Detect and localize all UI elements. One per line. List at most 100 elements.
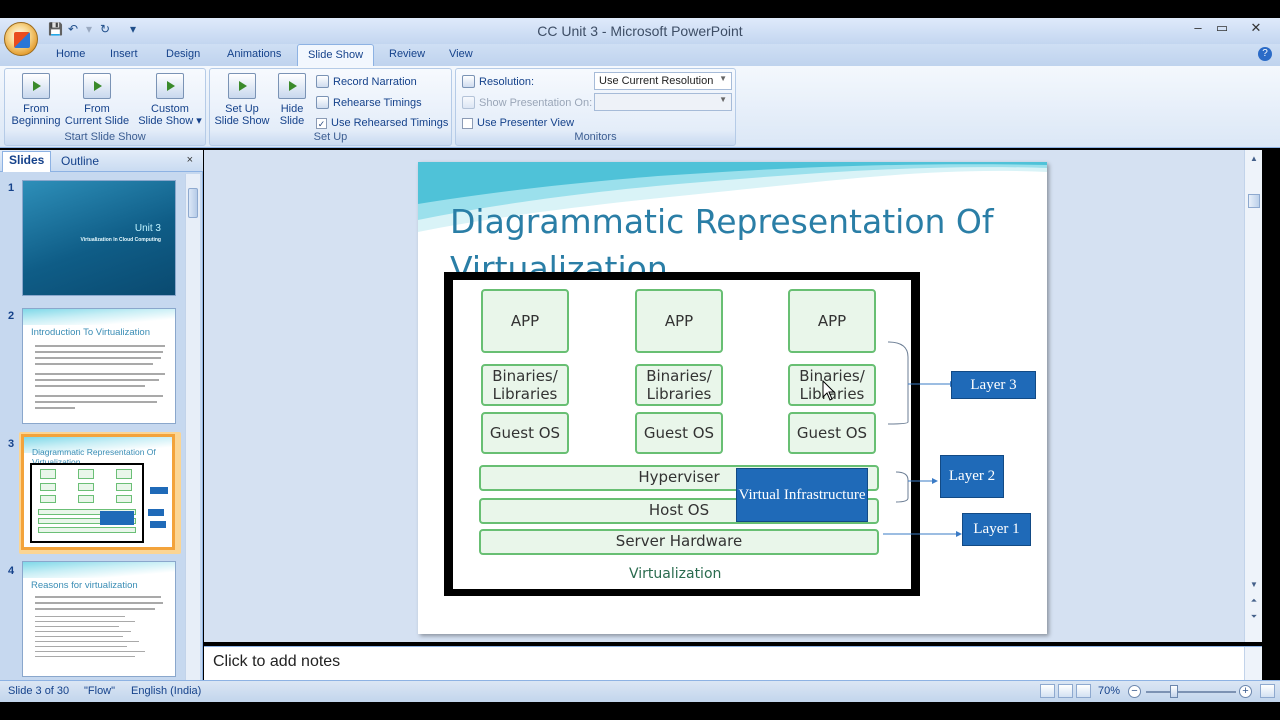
zoom-slider[interactable] <box>1146 691 1236 693</box>
scroll-down-icon[interactable]: ▼ <box>1250 580 1258 589</box>
virtualization-diagram[interactable]: APP APP APP Binaries/ Libraries Binaries… <box>444 272 920 596</box>
set-up-slide-show-button[interactable]: Set Up Slide Show <box>212 71 272 127</box>
slides-pane-scrollbar[interactable] <box>185 174 200 680</box>
slide-thumbnail-2[interactable]: Introduction To Virtualization <box>22 308 176 424</box>
office-button[interactable] <box>4 22 38 56</box>
thumb-text-line <box>35 345 165 347</box>
notes-scrollbar[interactable] <box>1244 647 1262 681</box>
presenter-view-label: Use Presenter View <box>477 117 575 129</box>
thumb-text-line <box>35 631 131 632</box>
tab-insert[interactable]: Insert <box>110 48 138 60</box>
zoom-in-icon[interactable]: + <box>1239 685 1252 698</box>
undo-icon[interactable]: ↶ <box>68 22 79 36</box>
zoom-level[interactable]: 70% <box>1098 685 1121 697</box>
notes-placeholder[interactable]: Click to add notes <box>213 653 341 670</box>
undo-dropdown-icon[interactable]: ▾ <box>86 22 93 36</box>
hide-slide-button[interactable]: Hide Slide <box>272 71 312 127</box>
tab-outline[interactable]: Outline <box>61 154 100 168</box>
close-button[interactable]: ✕ <box>1250 20 1262 35</box>
use-rehearsed-timings-checkbox[interactable]: ✓ Use Rehearsed Timings <box>316 117 448 129</box>
scrollbar-thumb[interactable] <box>188 188 198 218</box>
scrollbar-thumb[interactable] <box>1248 194 1260 208</box>
zoom-slider-thumb[interactable] <box>1170 685 1178 698</box>
presenter-view-checkbox[interactable]: Use Presenter View <box>462 117 574 129</box>
thumb-layer <box>148 509 164 516</box>
hide-label-2: Slide <box>279 115 305 127</box>
normal-view-icon[interactable] <box>1040 684 1055 698</box>
zoom-out-icon[interactable]: − <box>1128 685 1141 698</box>
slide-thumbnail-3[interactable]: Diagrammatic Representation Of Virtualiz… <box>21 434 175 550</box>
editor-scrollbar[interactable]: ▲ ▼ ⏶ ⏷ <box>1244 150 1262 642</box>
slide-show-view-icon[interactable] <box>1076 684 1091 698</box>
save-icon[interactable]: 💾 <box>48 22 63 36</box>
from-beginning-label-2: Beginning <box>11 115 61 127</box>
resolution-row: Resolution: <box>462 75 534 88</box>
binaries-box: Binaries/ Libraries <box>788 364 876 406</box>
office-logo-icon <box>14 32 30 48</box>
thumb-virtual-infra <box>100 511 134 525</box>
tab-home[interactable]: Home <box>56 48 86 60</box>
thumb-text-line <box>35 626 119 627</box>
play-from-current-icon <box>83 73 111 99</box>
thumb-diagram <box>30 463 144 543</box>
from-beginning-button[interactable]: From Beginning <box>9 71 63 127</box>
layer-2-box: Layer 2 <box>940 455 1004 498</box>
thumb-text-line <box>35 646 127 647</box>
tab-view[interactable]: View <box>449 48 473 60</box>
thumb-text-line <box>35 379 159 381</box>
help-icon[interactable]: ? <box>1258 47 1272 61</box>
close-pane-icon[interactable]: × <box>186 154 193 166</box>
redo-icon[interactable]: ↻ <box>100 22 111 36</box>
from-beginning-label-1: From <box>23 103 49 115</box>
thumb-text-line <box>35 608 155 610</box>
layer-1-box: Layer 1 <box>962 513 1031 546</box>
notes-pane[interactable]: Click to add notes <box>204 646 1262 681</box>
show-on-select[interactable]: ▼ <box>594 93 732 111</box>
monitor-icon <box>462 96 475 109</box>
slide-header-wave <box>418 162 1047 232</box>
group-monitors: Resolution: Use Current Resolution ▼ Sho… <box>455 68 736 146</box>
tab-slides[interactable]: Slides <box>2 151 52 172</box>
thumb-heading: Introduction To Virtualization <box>31 327 151 338</box>
scroll-up-icon[interactable]: ▲ <box>1250 154 1258 163</box>
virtual-infrastructure-box: Virtual Infrastructure <box>736 468 868 522</box>
tab-design[interactable]: Design <box>166 48 201 60</box>
resolution-select[interactable]: Use Current Resolution ▼ <box>594 72 732 90</box>
thumb-text-line <box>35 407 75 409</box>
slide-sorter-icon[interactable] <box>1058 684 1073 698</box>
thumb-text-line <box>35 602 163 604</box>
group-label-setup: Set Up <box>313 131 348 143</box>
hide-slide-icon <box>278 73 306 99</box>
slide-number: 4 <box>8 565 15 577</box>
custom-label-1: Custom <box>151 103 189 115</box>
thumb-heading: Diagrammatic Representation Of Virtualiz… <box>32 447 156 467</box>
tab-slide-show[interactable]: Slide Show <box>297 44 375 67</box>
custom-show-icon <box>156 73 184 99</box>
slide-thumbnail-1[interactable]: Unit 3 Virtualization In Cloud Computing <box>22 180 176 296</box>
slides-pane-tabs: Slides Outline × <box>0 150 203 172</box>
fit-to-window-icon[interactable] <box>1260 684 1275 698</box>
thumb-wave <box>23 309 175 325</box>
restore-button[interactable]: ▭ <box>1215 20 1229 35</box>
record-narration-button[interactable]: Record Narration <box>316 75 417 88</box>
language[interactable]: English (India) <box>131 685 202 697</box>
previous-slide-icon[interactable]: ⏶ <box>1250 596 1258 605</box>
slide-thumbnail-4[interactable]: Reasons for virtualization <box>22 561 176 677</box>
customize-qat-icon[interactable]: ▾ <box>130 22 137 36</box>
thumb-text-line <box>35 616 125 617</box>
tab-review[interactable]: Review <box>389 48 426 60</box>
app-box: APP <box>788 289 876 353</box>
thumb-subtitle: Virtualization In Cloud Computing <box>80 237 161 243</box>
custom-slide-show-button[interactable]: Custom Slide Show ▾ <box>137 71 203 127</box>
slide-canvas[interactable]: Diagrammatic Representation Of Virtualiz… <box>418 162 1047 634</box>
app-box: APP <box>635 289 723 353</box>
thumb-box <box>116 483 132 491</box>
next-slide-icon[interactable]: ⏷ <box>1250 612 1258 621</box>
rehearse-timings-button[interactable]: Rehearse Timings <box>316 96 422 109</box>
minimize-button[interactable]: – <box>1194 20 1202 35</box>
thumb-box <box>116 495 132 503</box>
thumb-text-line <box>35 641 139 642</box>
from-current-slide-button[interactable]: From Current Slide <box>63 71 131 127</box>
tab-animations[interactable]: Animations <box>227 48 282 60</box>
thumb-box <box>116 469 132 479</box>
